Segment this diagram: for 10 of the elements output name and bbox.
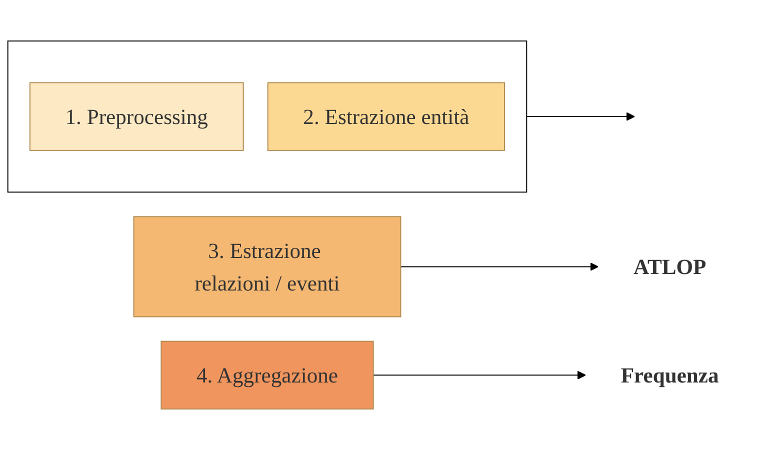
node-box: 2. Estrazione entità — [267, 82, 506, 151]
node-box: 3. Estrazione relazioni / eventi — [133, 216, 402, 318]
node-text: ATLOP — [633, 254, 706, 279]
cluster — [7, 40, 528, 193]
node-box: 1. Preprocessing — [29, 82, 244, 151]
node-box: 4. Aggregazione — [160, 340, 374, 410]
arrow — [400, 262, 599, 272]
arrow — [372, 370, 586, 380]
arrow — [526, 112, 635, 121]
node-text: Frequenza — [620, 362, 719, 388]
